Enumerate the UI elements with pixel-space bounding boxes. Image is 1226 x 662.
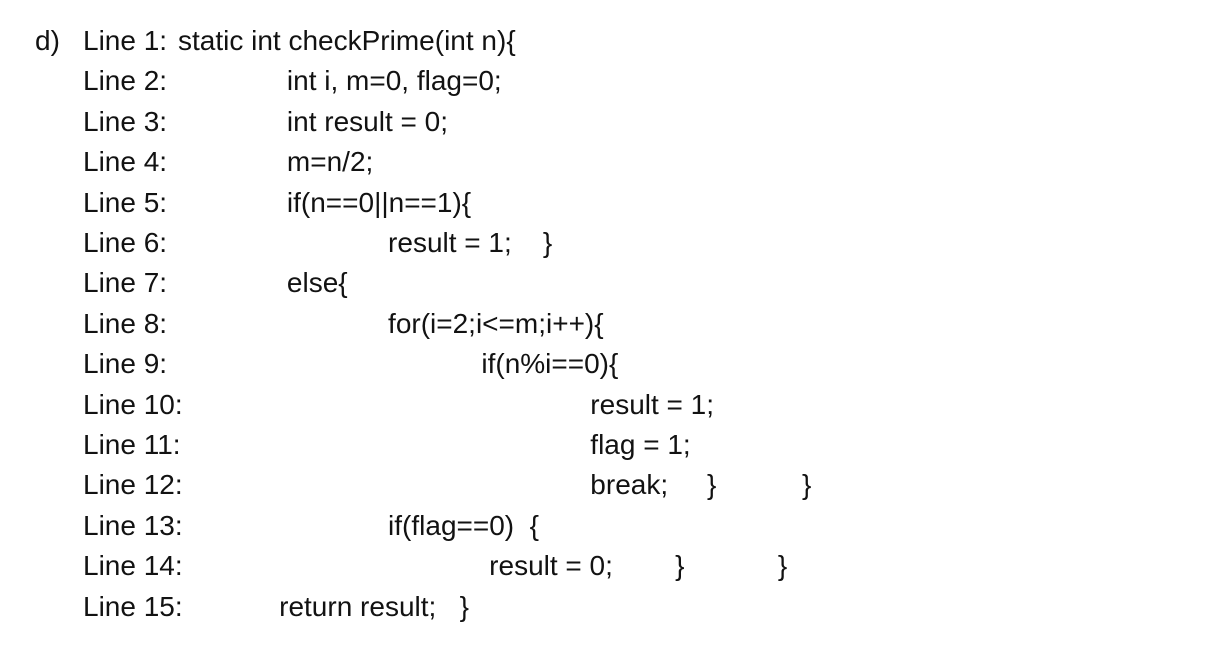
code-text: result = 1; — [178, 388, 715, 420]
code-line-row: Line 14: result = 0; } } — [83, 546, 811, 586]
code-text: else{ — [178, 267, 348, 299]
line-number-label: Line 15: — [83, 590, 183, 622]
line-number-label: Line 1: — [83, 25, 168, 56]
line-number-label: Line 12: — [83, 469, 183, 501]
line-number-label: Line 8: — [83, 307, 168, 339]
line-number-label: Line 10: — [83, 388, 183, 420]
line-number-label: Line 4: — [83, 146, 168, 178]
code-text: m=n/2; — [178, 146, 374, 178]
code-text: break; } } — [178, 469, 812, 501]
code-line-row: Line 13: if(flag==0) { — [83, 506, 811, 546]
line-number-label: Line 7: — [83, 267, 168, 299]
code-line-row: Line 7: else{ — [83, 263, 811, 303]
code-line-row: Line 10: result = 1; — [83, 385, 811, 425]
code-line-row: Line 4: m=n/2; — [83, 142, 811, 182]
line-number-label: Line 14: — [83, 550, 183, 582]
code-text: static int checkPrime(int n){ — [178, 25, 516, 56]
code-line-row: Line 12: break; } } — [83, 465, 811, 505]
code-text: for(i=2;i<=m;i++){ — [178, 307, 604, 339]
code-text: if(flag==0) { — [178, 509, 540, 541]
code-line-row: Line 5: if(n==0||n==1){ — [83, 183, 811, 223]
line-number-label: Line 11: — [83, 429, 181, 461]
code-line-row: Line 6: result = 1; } — [83, 223, 811, 263]
code-text: int i, m=0, flag=0; — [178, 65, 502, 97]
code-text: flag = 1; — [178, 429, 691, 461]
question-item-marker: d) — [35, 25, 60, 56]
code-text: result = 1; } — [178, 227, 553, 259]
code-text: int result = 0; — [178, 105, 448, 137]
line-number-label: Line 3: — [83, 105, 168, 137]
code-line-row: Line 15: return result; } — [83, 587, 811, 627]
code-line-row: Line 8: for(i=2;i<=m;i++){ — [83, 304, 811, 344]
code-text: return result; } — [178, 590, 469, 622]
code-line-row: Line 9: if(n%i==0){ — [83, 344, 811, 384]
code-line-row: Line 1: static int checkPrime(int n){ — [83, 21, 811, 61]
code-line-row: Line 3: int result = 0; — [83, 102, 811, 142]
line-number-label: Line 6: — [83, 227, 168, 259]
code-text: if(n%i==0){ — [178, 348, 619, 380]
line-number-label: Line 9: — [83, 348, 168, 380]
code-text: if(n==0||n==1){ — [178, 186, 472, 218]
code-line-row: Line 11: flag = 1; — [83, 425, 811, 465]
code-text: result = 0; } } — [178, 550, 788, 582]
line-number-label: Line 13: — [83, 509, 183, 541]
line-number-label: Line 5: — [83, 186, 168, 218]
line-number-label: Line 2: — [83, 65, 168, 97]
code-line-row: Line 2: int i, m=0, flag=0; — [83, 61, 811, 101]
code-listing: Line 1: static int checkPrime(int n){ Lin… — [83, 21, 811, 627]
